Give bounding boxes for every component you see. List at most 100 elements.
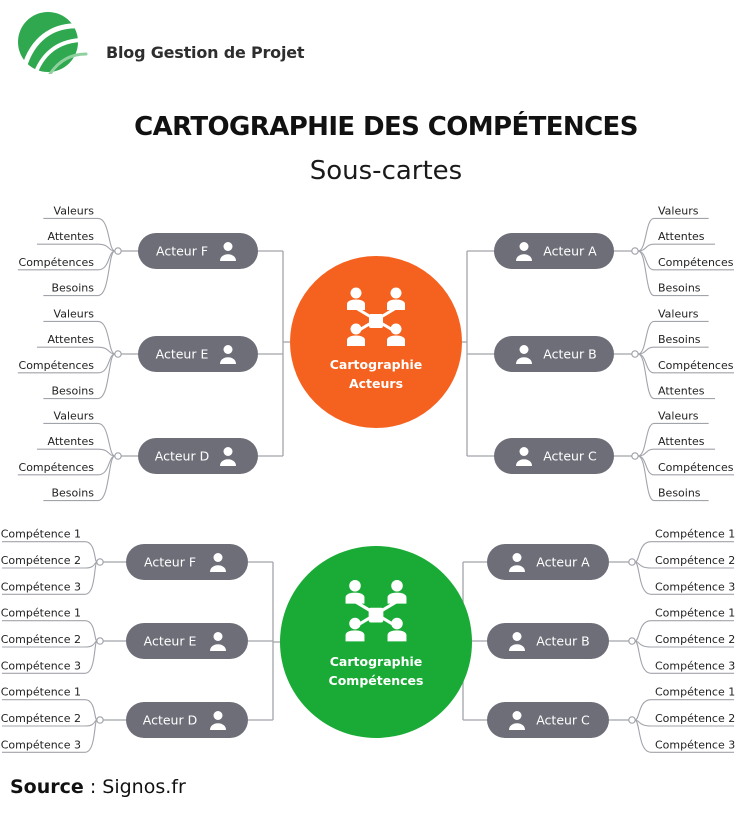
branch-item: Compétence 2 [1,554,98,569]
branch-item: Compétence 2 [634,554,735,569]
branch-item: Compétence 1 [634,528,735,563]
branch-label: Besoins [51,487,94,500]
branch-label: Compétence 3 [1,580,81,593]
branch-line [2,640,98,674]
branch-item: Compétence 2 [1,712,98,727]
branch-line [2,620,98,642]
person-icon [220,345,236,364]
branch-node [96,558,104,566]
branch-item: Compétence 3 [634,561,735,595]
branch-label: Compétences [658,461,734,474]
branch-item: Compétence 3 [634,640,735,674]
page-subtitle: Sous-cartes [309,156,463,186]
branch-label: Compétence 2 [1,633,81,646]
branch-label: Compétence 3 [1,659,81,672]
branch-label: Compétence 3 [1,738,81,751]
hub-label: Acteurs [349,376,403,391]
actor-node-acteur-c: Acteur CValeursAttentesCompétencesBesoin… [494,409,734,502]
branch-item: Compétences [637,250,734,271]
branch-item: Compétence 1 [1,686,98,721]
branch-label: Valeurs [658,409,699,422]
people-network-icon [347,287,405,346]
branch-item: Valeurs [43,307,116,355]
source-label: Source [10,776,84,798]
actor-label: Acteur E [144,634,197,649]
branch-label: Compétence 1 [1,528,81,541]
branch-label: Compétence 2 [655,633,735,646]
hub-circle-competences [280,546,472,738]
branch-label: Compétences [658,256,734,269]
branch-label: Valeurs [54,204,95,217]
source-separator: : [83,776,103,798]
person-icon [509,632,525,651]
branch-line [634,699,734,721]
branch-item: Compétences [17,455,116,476]
branch-item: Compétences [17,250,116,271]
branch-item: Compétence 3 [1,640,98,674]
branch-label: Compétence 3 [655,580,735,593]
branch-item: Besoins [637,455,709,502]
actor-label: Acteur A [536,555,590,570]
branch-label: Attentes [47,333,94,346]
person-icon [220,447,236,466]
branch-item: Compétence 3 [1,719,98,753]
branch-line [637,353,716,400]
branch-node [114,247,122,255]
actor-label: Acteur F [156,244,208,259]
branch-item: Compétences [17,353,116,374]
actor-label: Acteur D [155,449,209,464]
branch-label: Compétence 1 [655,686,735,699]
person-icon [220,242,236,261]
blog-logo-icon [18,12,88,74]
hub-circle-acteurs [290,256,462,428]
page-title: CARTOGRAPHIE DES COMPÉTENCES [134,112,638,142]
branch-item: Besoins [637,333,709,355]
branch-line [637,217,709,252]
branch-node [631,350,639,358]
branch-line [36,448,116,457]
branch-item: Compétence 1 [634,686,735,721]
branch-label: Valeurs [658,204,699,217]
hub-label: Cartographie [330,654,423,669]
branch-line [634,561,734,569]
branch-item: Attentes [36,333,116,355]
actor-label: Acteur B [543,347,596,362]
branch-line [43,422,116,457]
branch-line [43,217,116,252]
branch-item: Besoins [43,250,116,297]
branch-item: Attentes [36,435,116,457]
brand-name: Blog Gestion de Projet [106,43,305,62]
source-value: Signos.fr [102,776,186,798]
branch-node [114,350,122,358]
branch-label: Besoins [51,282,94,295]
branch-node [631,452,639,460]
branch-label: Compétences [19,359,95,372]
branch-label: Besoins [658,282,701,295]
branch-label: Besoins [51,385,94,398]
hub-label: Cartographie [330,357,423,372]
branch-line [634,640,734,674]
branch-label: Attentes [658,230,705,243]
person-icon [516,242,532,261]
actor-node-acteur-f: Acteur FValeursAttentesCompétencesBesoin… [17,204,258,297]
hub-label: Compétences [329,673,424,688]
person-icon [516,447,532,466]
branch-line [43,320,116,355]
branch-item: Attentes [637,230,716,252]
branch-item: Valeurs [637,409,709,457]
branch-item: Valeurs [637,204,709,252]
actor-node-acteur-a: Acteur AValeursAttentesCompétencesBesoin… [494,204,734,297]
branch-label: Besoins [658,487,701,500]
branch-node [628,558,636,566]
branch-line [2,719,98,753]
branch-item: Besoins [43,353,116,400]
branch-line [2,561,98,595]
source-credit: Source : Signos.fr [10,776,186,798]
branch-line [637,455,709,502]
branch-item: Compétence 2 [634,712,735,727]
actor-label: Acteur C [536,713,590,728]
